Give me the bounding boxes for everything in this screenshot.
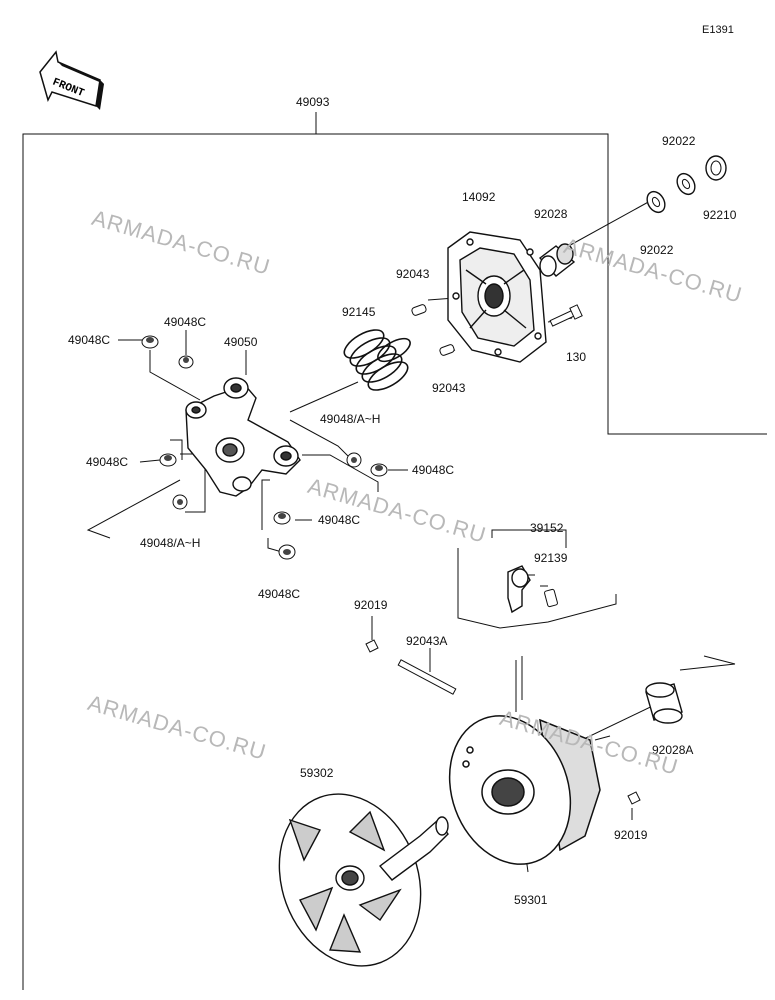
front-arrow-icon xyxy=(39,50,104,110)
diagram-code: E1391 xyxy=(702,24,734,36)
bushing-49048c-3 xyxy=(159,453,177,467)
label-92028: 92028 xyxy=(534,207,568,221)
label-130: 130 xyxy=(566,350,587,364)
sheave-59301 xyxy=(448,715,601,865)
nut-92019-a xyxy=(365,639,379,653)
label-92022-b: 92022 xyxy=(640,243,674,257)
bushing-49048ah-1 xyxy=(346,452,362,468)
bushing-92028 xyxy=(538,243,576,277)
washer-92022-b xyxy=(676,172,696,196)
shaft-92043a xyxy=(397,659,457,695)
bushing-49048c-2 xyxy=(178,355,194,369)
label-92043-a: 92043 xyxy=(396,267,430,281)
bushing-49048c-4 xyxy=(370,463,388,477)
label-92043a: 92043A xyxy=(406,634,448,648)
spring-92145 xyxy=(343,329,411,391)
label-92022-a: 92022 xyxy=(662,134,696,148)
label-92210: 92210 xyxy=(703,208,737,222)
label-14092: 14092 xyxy=(462,190,496,204)
weight-39152 xyxy=(507,565,531,614)
nut-92019-b xyxy=(627,791,641,805)
cover-14092 xyxy=(447,231,547,363)
label-92028a: 92028A xyxy=(652,743,694,757)
label-49048c-2: 49048C xyxy=(164,315,207,329)
label-49093: 49093 xyxy=(296,95,330,109)
fan-sheave-59302 xyxy=(278,793,449,967)
label-39152: 39152 xyxy=(530,521,564,535)
label-92019-b: 92019 xyxy=(614,828,648,842)
bushing-49048ah-2 xyxy=(172,494,188,510)
label-49048c-5: 49048C xyxy=(318,513,361,527)
label-49050: 49050 xyxy=(224,335,258,349)
bushing-49048c-5 xyxy=(273,511,291,525)
pin-92043-b xyxy=(439,344,455,356)
label-92139: 92139 xyxy=(534,551,568,565)
label-92145: 92145 xyxy=(342,305,376,319)
label-49048c-3: 49048C xyxy=(86,455,129,469)
bolt-130 xyxy=(549,304,583,327)
bushing-49048c-6 xyxy=(278,544,296,560)
nut-92210 xyxy=(705,155,727,181)
spider-49050 xyxy=(185,377,301,497)
label-49048c-6: 49048C xyxy=(258,587,301,601)
label-59301: 59301 xyxy=(514,893,548,907)
label-59302: 59302 xyxy=(300,766,334,780)
pin-92139 xyxy=(544,588,558,608)
washer-92022-a xyxy=(646,190,666,214)
label-49048ah-2: 49048/A~H xyxy=(140,536,201,550)
label-92043-b: 92043 xyxy=(432,381,466,395)
label-49048c-1: 49048C xyxy=(68,333,111,347)
bushing-49048c-1 xyxy=(141,335,159,349)
label-92019-a: 92019 xyxy=(354,598,388,612)
bushing-92028a xyxy=(645,682,683,724)
label-49048c-4: 49048C xyxy=(412,463,455,477)
label-49048ah-1: 49048/A~H xyxy=(320,412,381,426)
pin-92043-a xyxy=(411,304,427,316)
